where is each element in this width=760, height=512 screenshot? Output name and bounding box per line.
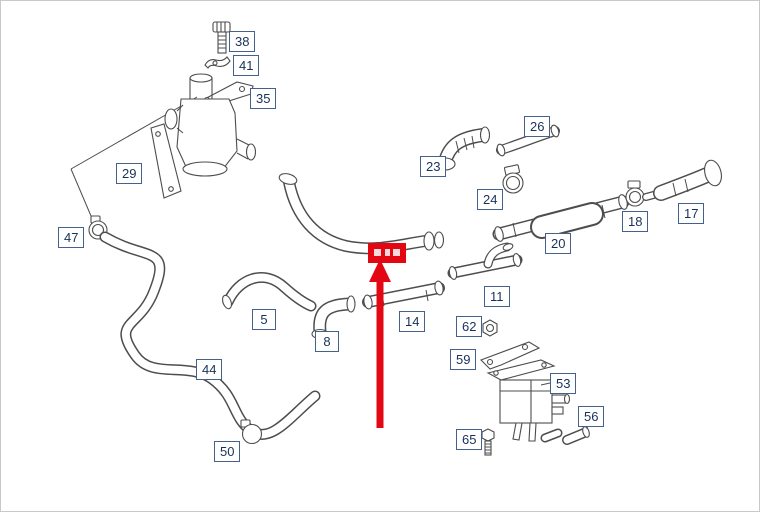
part-label-14[interactable]: 14 (399, 311, 426, 332)
part-53-valve-drawing (486, 359, 571, 442)
part-24-clamp-drawing (502, 164, 524, 194)
part-label-35[interactable]: 35 (250, 88, 277, 109)
part-47-clamp-drawing (88, 215, 108, 240)
part-label-11[interactable]: 11 (484, 286, 510, 307)
part-label-5[interactable]: 5 (252, 309, 276, 330)
highlighted-hose-drawing (278, 173, 445, 255)
part-5-hose-drawing (221, 272, 317, 312)
part-label-41[interactable]: 41 (233, 55, 260, 76)
part-18-clamp-drawing (625, 180, 645, 207)
part-label-26[interactable]: 26 (524, 116, 551, 137)
part-label-29[interactable]: 29 (116, 163, 143, 184)
highlight-marker (368, 243, 406, 263)
highlight-arrow (369, 259, 391, 428)
part-44-hose-drawing (99, 231, 321, 440)
part-14-pipe-drawing (362, 280, 445, 310)
part-label-47[interactable]: 47 (58, 227, 85, 248)
part-50-clamp-drawing (240, 419, 263, 445)
part-label-23[interactable]: 23 (420, 156, 447, 177)
part-11-connector-drawing (447, 242, 523, 280)
part-label-50[interactable]: 50 (214, 441, 241, 462)
part-56-plug-drawing (540, 426, 590, 445)
part-26-hose-drawing (496, 124, 560, 157)
part-label-56[interactable]: 56 (578, 406, 605, 427)
part-17-hose-drawing (642, 159, 722, 201)
part-41-clip-drawing (204, 56, 231, 69)
part-59-bracket-drawing (480, 341, 541, 370)
part-20-pipe-assembly-drawing (492, 194, 630, 242)
part-label-62[interactable]: 62 (456, 316, 483, 337)
part-65-bolt-drawing (481, 428, 495, 456)
part-label-18[interactable]: 18 (622, 211, 649, 232)
part-label-20[interactable]: 20 (545, 233, 572, 254)
part-label-24[interactable]: 24 (477, 189, 504, 210)
part-label-8[interactable]: 8 (315, 331, 339, 352)
part-label-17[interactable]: 17 (678, 203, 705, 224)
part-label-65[interactable]: 65 (456, 429, 483, 450)
part-label-44[interactable]: 44 (196, 359, 223, 380)
frame-lines (70, 96, 198, 224)
part-label-59[interactable]: 59 (450, 349, 477, 370)
part-label-53[interactable]: 53 (550, 373, 577, 394)
part-38-bolt-drawing (212, 21, 231, 54)
part-label-38[interactable]: 38 (229, 31, 256, 52)
part-62-nut-drawing (482, 319, 498, 337)
part-29-thermostat-housing-drawing (150, 73, 257, 199)
